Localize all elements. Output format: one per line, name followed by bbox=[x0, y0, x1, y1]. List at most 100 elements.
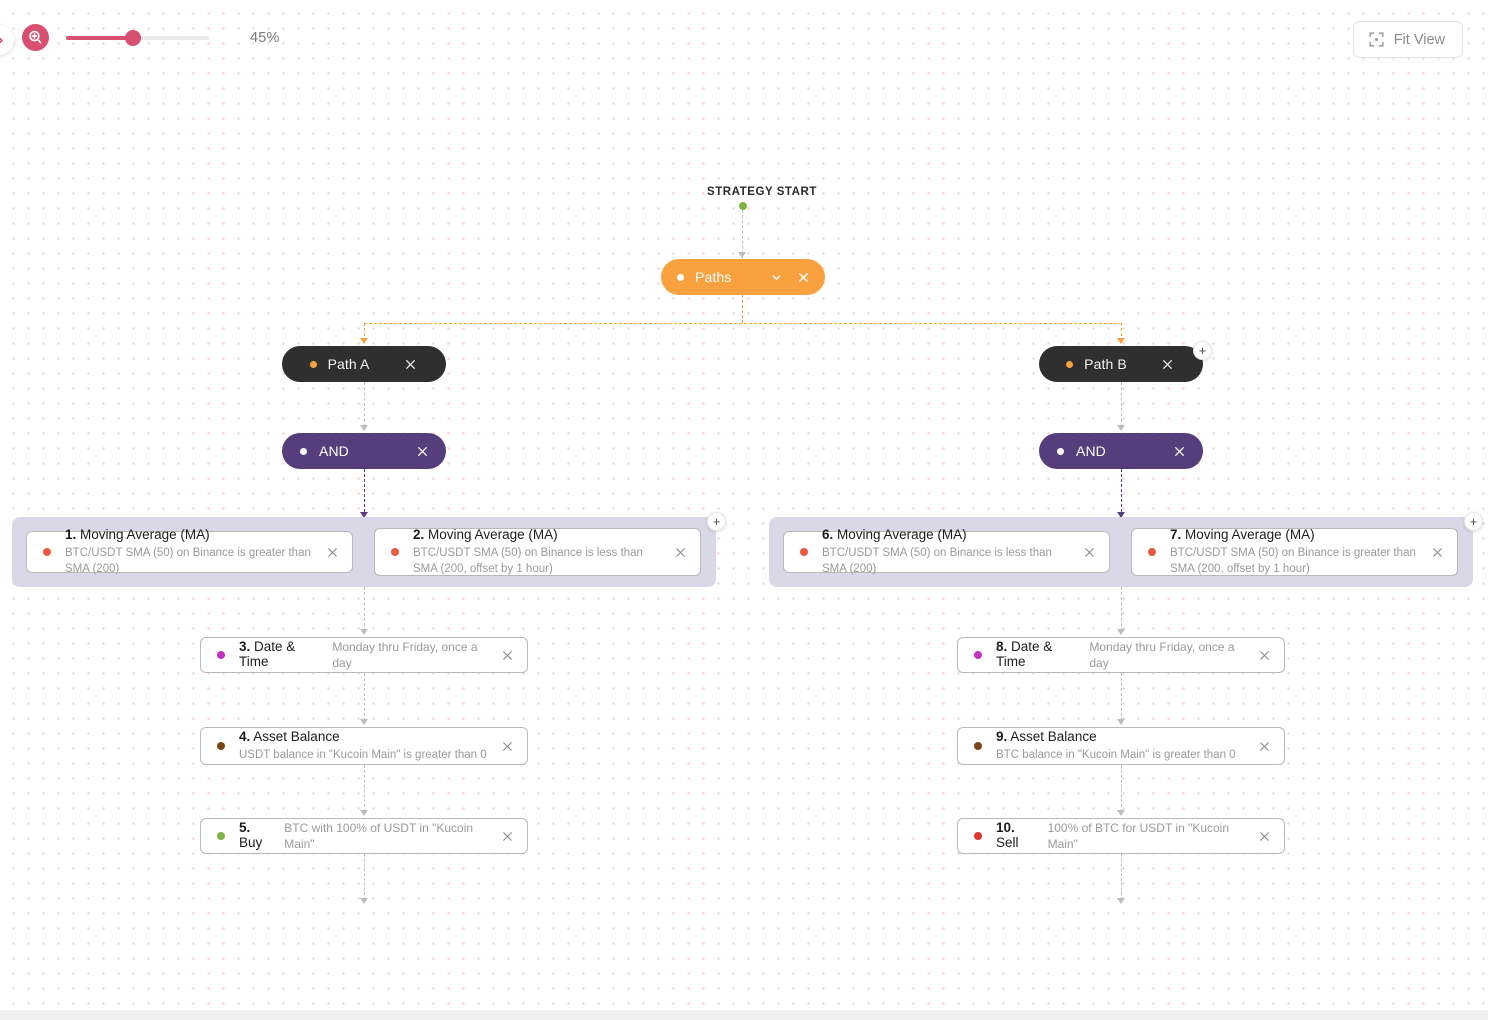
add-condition-button-group-a[interactable]: + bbox=[707, 512, 726, 531]
card-8-body: 8. Date & Time Monday thru Friday, once … bbox=[996, 639, 1246, 671]
card-4-name: Asset Balance bbox=[253, 729, 340, 745]
card-action-10[interactable]: 10. Sell 100% of BTC for USDT in "Kucoin… bbox=[957, 818, 1285, 854]
node-path-b[interactable]: Path B bbox=[1039, 346, 1203, 382]
card-1-type-dot bbox=[43, 548, 51, 556]
connector-arrow-end-b bbox=[1117, 898, 1125, 904]
card-condition-4[interactable]: 4. Asset Balance USDT balance in "Kucoin… bbox=[200, 727, 528, 765]
connector-and-b-to-group bbox=[1121, 469, 1122, 517]
card-5-close-icon[interactable] bbox=[499, 828, 515, 844]
add-node-button-path-b[interactable]: + bbox=[1193, 341, 1212, 360]
card-7-type-dot bbox=[1148, 548, 1156, 556]
card-condition-9[interactable]: 9. Asset Balance BTC balance in "Kucoin … bbox=[957, 727, 1285, 765]
connector-arrow-path-a bbox=[360, 338, 368, 344]
card-condition-1[interactable]: 1. Moving Average (MA) BTC/USDT SMA (50)… bbox=[26, 527, 353, 575]
card-9-subtitle: BTC balance in "Kucoin Main" is greater … bbox=[996, 749, 1236, 762]
connector-arrow-end-a bbox=[360, 898, 368, 904]
connector-arrow-and-b bbox=[1117, 425, 1125, 431]
card-4-body: 4. Asset Balance USDT balance in "Kucoin… bbox=[239, 728, 489, 764]
card-2-number: 2. bbox=[413, 527, 425, 543]
paths-close-icon[interactable] bbox=[795, 269, 811, 285]
card-2-name: Moving Average (MA) bbox=[428, 527, 558, 543]
path-b-close-icon[interactable] bbox=[1160, 356, 1176, 372]
card-6-subtitle: BTC/USDT SMA (50) on Binance is less tha… bbox=[822, 547, 1052, 575]
and-b-label: AND bbox=[1076, 443, 1106, 459]
connector-start-to-paths bbox=[742, 210, 743, 259]
fit-view-button[interactable]: Fit View bbox=[1352, 21, 1463, 58]
card-5-title: 5. Buy bbox=[239, 820, 274, 850]
connector-c8-to-c9 bbox=[1121, 673, 1122, 721]
fit-view-label: Fit View bbox=[1393, 31, 1445, 48]
connector-arrow-c8 bbox=[1117, 629, 1125, 635]
zoom-in-magnifier-icon[interactable] bbox=[22, 24, 49, 51]
paths-status-dot bbox=[677, 273, 684, 281]
connector-c4-to-c5 bbox=[364, 765, 365, 812]
card-6-body: 6. Moving Average (MA) BTC/USDT SMA (50)… bbox=[822, 526, 1071, 577]
panel-toggle-button[interactable] bbox=[0, 25, 14, 55]
and-a-close-icon[interactable] bbox=[414, 443, 430, 459]
canvas-toolbar: 45% Fit View bbox=[0, 0, 1488, 76]
card-9-close-icon[interactable] bbox=[1256, 738, 1272, 754]
card-1-title: 1. Moving Average (MA) bbox=[65, 527, 210, 542]
path-a-close-icon[interactable] bbox=[402, 356, 418, 372]
card-condition-3[interactable]: 3. Date & Time Monday thru Friday, once … bbox=[200, 637, 528, 673]
paths-label: Paths bbox=[695, 269, 732, 285]
and-a-status-dot bbox=[300, 447, 307, 455]
card-1-subtitle: BTC/USDT SMA (50) on Binance is greater … bbox=[65, 547, 311, 575]
node-and-a[interactable]: AND bbox=[282, 433, 446, 469]
connector-arrow-group-b bbox=[1117, 512, 1125, 518]
connector-arrow-c9 bbox=[1117, 719, 1125, 725]
card-5-type-dot bbox=[217, 832, 225, 840]
card-4-title: 4. Asset Balance bbox=[239, 729, 340, 744]
card-condition-8[interactable]: 8. Date & Time Monday thru Friday, once … bbox=[957, 637, 1285, 673]
and-b-close-icon[interactable] bbox=[1171, 443, 1187, 459]
card-10-close-icon[interactable] bbox=[1256, 828, 1272, 844]
card-10-type-dot bbox=[974, 832, 982, 840]
fit-view-focus-icon bbox=[1368, 31, 1385, 48]
connector-arrow-c3 bbox=[360, 629, 368, 635]
node-path-a[interactable]: Path A bbox=[282, 346, 446, 382]
card-5-name: Buy bbox=[239, 834, 263, 850]
connector-bus-to-path-b bbox=[1121, 323, 1122, 341]
card-8-subtitle: Monday thru Friday, once a day bbox=[1089, 639, 1235, 670]
card-1-name: Moving Average (MA) bbox=[80, 527, 210, 543]
card-1-close-icon[interactable] bbox=[324, 544, 340, 560]
card-action-5[interactable]: 5. Buy BTC with 100% of USDT in "Kucoin … bbox=[200, 818, 528, 854]
card-7-subtitle: BTC/USDT SMA (50) on Binance is greater … bbox=[1170, 547, 1416, 575]
card-2-close-icon[interactable] bbox=[672, 544, 688, 560]
card-8-close-icon[interactable] bbox=[1256, 647, 1272, 663]
zoom-control[interactable]: 45% bbox=[22, 24, 280, 51]
connector-c10-to-end bbox=[1121, 854, 1122, 900]
card-8-type-dot bbox=[974, 651, 982, 659]
connector-arrow-group-a bbox=[360, 512, 368, 518]
connector-c5-to-end bbox=[364, 854, 365, 900]
card-6-name: Moving Average (MA) bbox=[837, 527, 967, 543]
zoom-slider[interactable] bbox=[66, 27, 209, 49]
bottom-scrollbar[interactable] bbox=[0, 1010, 1488, 1020]
card-6-close-icon[interactable] bbox=[1081, 544, 1097, 560]
card-8-title: 8. Date & Time bbox=[996, 639, 1079, 669]
node-and-b[interactable]: AND bbox=[1039, 433, 1203, 469]
node-paths[interactable]: Paths bbox=[661, 259, 825, 295]
card-7-number: 7. bbox=[1170, 527, 1182, 543]
connector-path-a-to-and bbox=[364, 382, 365, 427]
connector-group-a-to-c3 bbox=[364, 587, 365, 631]
add-condition-button-group-b[interactable]: + bbox=[1464, 512, 1483, 531]
card-6-title: 6. Moving Average (MA) bbox=[822, 527, 967, 542]
card-4-number: 4. bbox=[239, 729, 251, 745]
card-condition-2[interactable]: 2. Moving Average (MA) BTC/USDT SMA (50)… bbox=[374, 527, 701, 576]
strategy-start-label: STRATEGY START bbox=[707, 186, 817, 198]
connector-arrow-c4 bbox=[360, 719, 368, 725]
connector-bus-to-path-a bbox=[364, 323, 365, 341]
card-4-close-icon[interactable] bbox=[499, 738, 515, 754]
zoom-slider-handle[interactable] bbox=[125, 29, 141, 46]
card-7-close-icon[interactable] bbox=[1429, 544, 1445, 560]
card-2-title: 2. Moving Average (MA) bbox=[413, 527, 558, 542]
card-1-body: 1. Moving Average (MA) BTC/USDT SMA (50)… bbox=[65, 526, 314, 577]
card-condition-6[interactable]: 6. Moving Average (MA) BTC/USDT SMA (50)… bbox=[783, 527, 1110, 575]
connector-arrow-c5 bbox=[360, 810, 368, 816]
zoom-slider-fill bbox=[66, 35, 132, 40]
card-condition-7[interactable]: 7. Moving Average (MA) BTC/USDT SMA (50)… bbox=[1131, 527, 1458, 576]
chevron-down-icon[interactable] bbox=[768, 269, 784, 285]
card-3-close-icon[interactable] bbox=[499, 647, 515, 663]
